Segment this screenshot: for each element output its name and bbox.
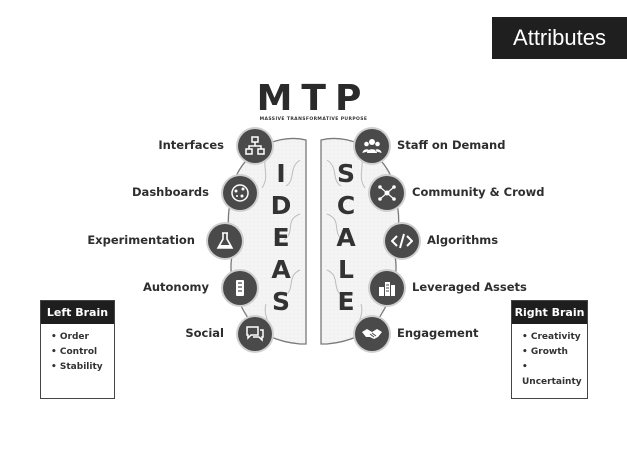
label-staff-on-demand: Staff on Demand <box>397 138 506 152</box>
left-hemisphere-folds <box>261 153 301 339</box>
scale-letter-3: A <box>336 223 356 252</box>
right-brain-item: Uncertainty <box>522 360 587 390</box>
people-icon <box>355 129 389 163</box>
ideas-letter-5: S <box>271 287 290 316</box>
figure-icon <box>223 271 257 305</box>
left-brain-item: Control <box>51 345 114 360</box>
scale-letter-2: C <box>336 191 356 220</box>
left-brain-list: Order Control Stability <box>41 330 114 375</box>
left-brain-box: Left Brain Order Control Stability <box>40 300 115 399</box>
left-brain-item: Stability <box>51 360 114 375</box>
mtp-title: MTP <box>256 78 371 119</box>
ideas-letter-2: D <box>270 191 292 220</box>
label-experimentation: Experimentation <box>87 233 195 247</box>
left-brain-item: Order <box>51 330 114 345</box>
ideas-letter-3: E <box>272 223 290 252</box>
network-icon <box>370 176 404 210</box>
label-leveraged-assets: Leveraged Assets <box>412 280 527 294</box>
handshake-icon <box>355 317 389 351</box>
mtp-subtitle: MASSIVE TRANSFORMATIVE PURPOSE <box>259 117 368 122</box>
scale-letter-5: E <box>337 287 355 316</box>
attributes-badge: Attributes <box>492 17 627 59</box>
scale-letter-4: L <box>338 255 354 284</box>
right-brain-item: Growth <box>522 345 587 360</box>
right-brain-title: Right Brain <box>512 301 587 324</box>
label-community-crowd: Community & Crowd <box>412 185 545 199</box>
right-hemisphere-folds <box>326 153 366 339</box>
scale-letter-1: S <box>336 159 355 188</box>
label-interfaces: Interfaces <box>158 138 224 152</box>
code-icon <box>385 224 419 258</box>
flowchart-icon <box>238 129 272 163</box>
dashboard-icon <box>223 176 257 210</box>
ideas-letter-4: A <box>271 255 291 284</box>
label-engagement: Engagement <box>397 326 479 340</box>
label-autonomy: Autonomy <box>142 280 209 294</box>
label-social: Social <box>185 326 224 340</box>
ideas-letter-1: I <box>276 159 286 188</box>
right-brain-box: Right Brain Creativity Growth Uncertaint… <box>511 300 588 399</box>
chat-icon <box>238 317 272 351</box>
label-algorithms: Algorithms <box>427 233 499 247</box>
buildings-icon <box>370 271 404 305</box>
flask-icon <box>208 224 242 258</box>
left-brain-title: Left Brain <box>41 301 114 324</box>
right-brain-list: Creativity Growth Uncertainty <box>512 330 587 390</box>
right-brain-item: Creativity <box>522 330 587 345</box>
label-dashboards: Dashboards <box>132 185 209 199</box>
